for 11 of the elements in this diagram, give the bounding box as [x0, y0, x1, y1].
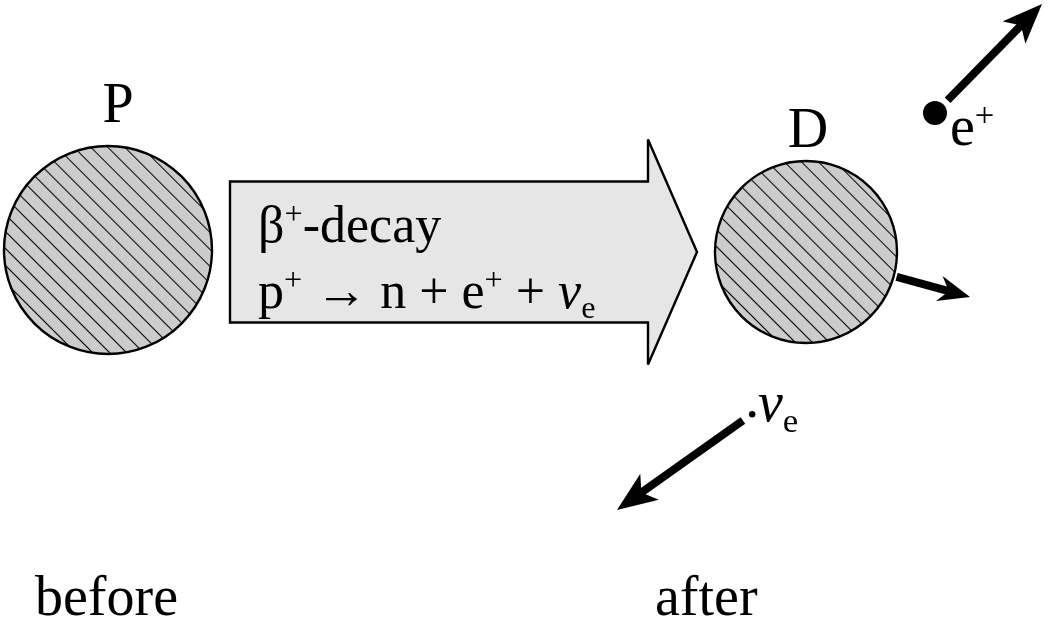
node-label: P: [102, 75, 134, 131]
particle-label: ν$_{e}$: [758, 374, 799, 430]
edge-label: β$^{+}$-decay p$^{+}$ → n + e$^{+}$ + ν$_{e}$: [258, 194, 596, 324]
arrow: [895, 273, 970, 302]
block-arrow: [228, 138, 699, 366]
particle-label: e$^{+}$: [950, 98, 995, 154]
node-label: D: [787, 100, 829, 156]
stage-label: before: [35, 568, 178, 624]
stage-label: after: [655, 568, 758, 624]
arrow: [944, 4, 1042, 103]
arrow: [616, 417, 746, 510]
